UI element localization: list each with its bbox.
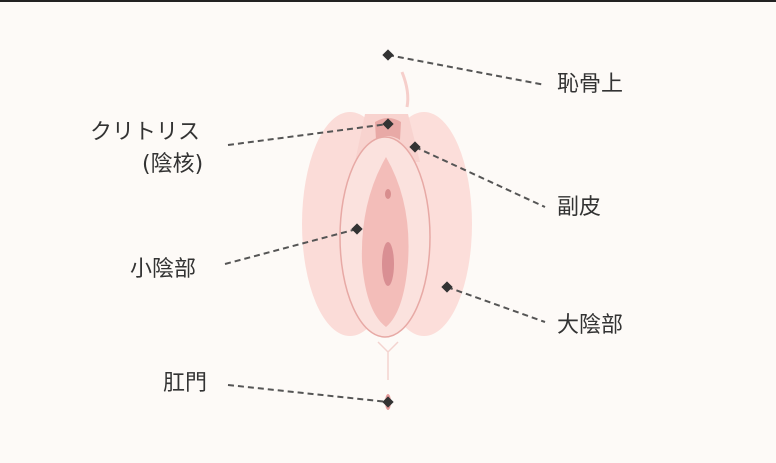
perineum [377,341,399,380]
line-pubic [387,54,546,86]
line-clitoris [227,123,389,146]
opening [382,242,394,286]
label-pubic: 恥骨上 [557,72,624,97]
line-anus [227,384,389,403]
label-labia-majora: 大陰部 [557,313,624,338]
line-labia-majora [446,286,546,323]
markers [351,49,453,408]
label-anus: 肛門 [163,371,208,396]
marker-labia-majora [441,281,453,293]
label-labia-minora: 小陰部 [130,257,197,282]
urethra [385,189,391,199]
label-clitoris: クリトリス [90,120,201,145]
leader-lines [224,54,546,403]
inner [361,157,409,327]
marker-hood [409,141,421,153]
label-hood: 副皮 [557,195,602,220]
marker-labia-minora [351,223,363,235]
marker-anus [382,396,394,408]
pubic-line [400,71,410,108]
marker-pubic [382,49,394,61]
line-labia-minora [224,228,358,265]
label-clitoris-sub: (陰核) [142,152,204,177]
line-hood [414,146,546,208]
illustration [302,71,472,410]
